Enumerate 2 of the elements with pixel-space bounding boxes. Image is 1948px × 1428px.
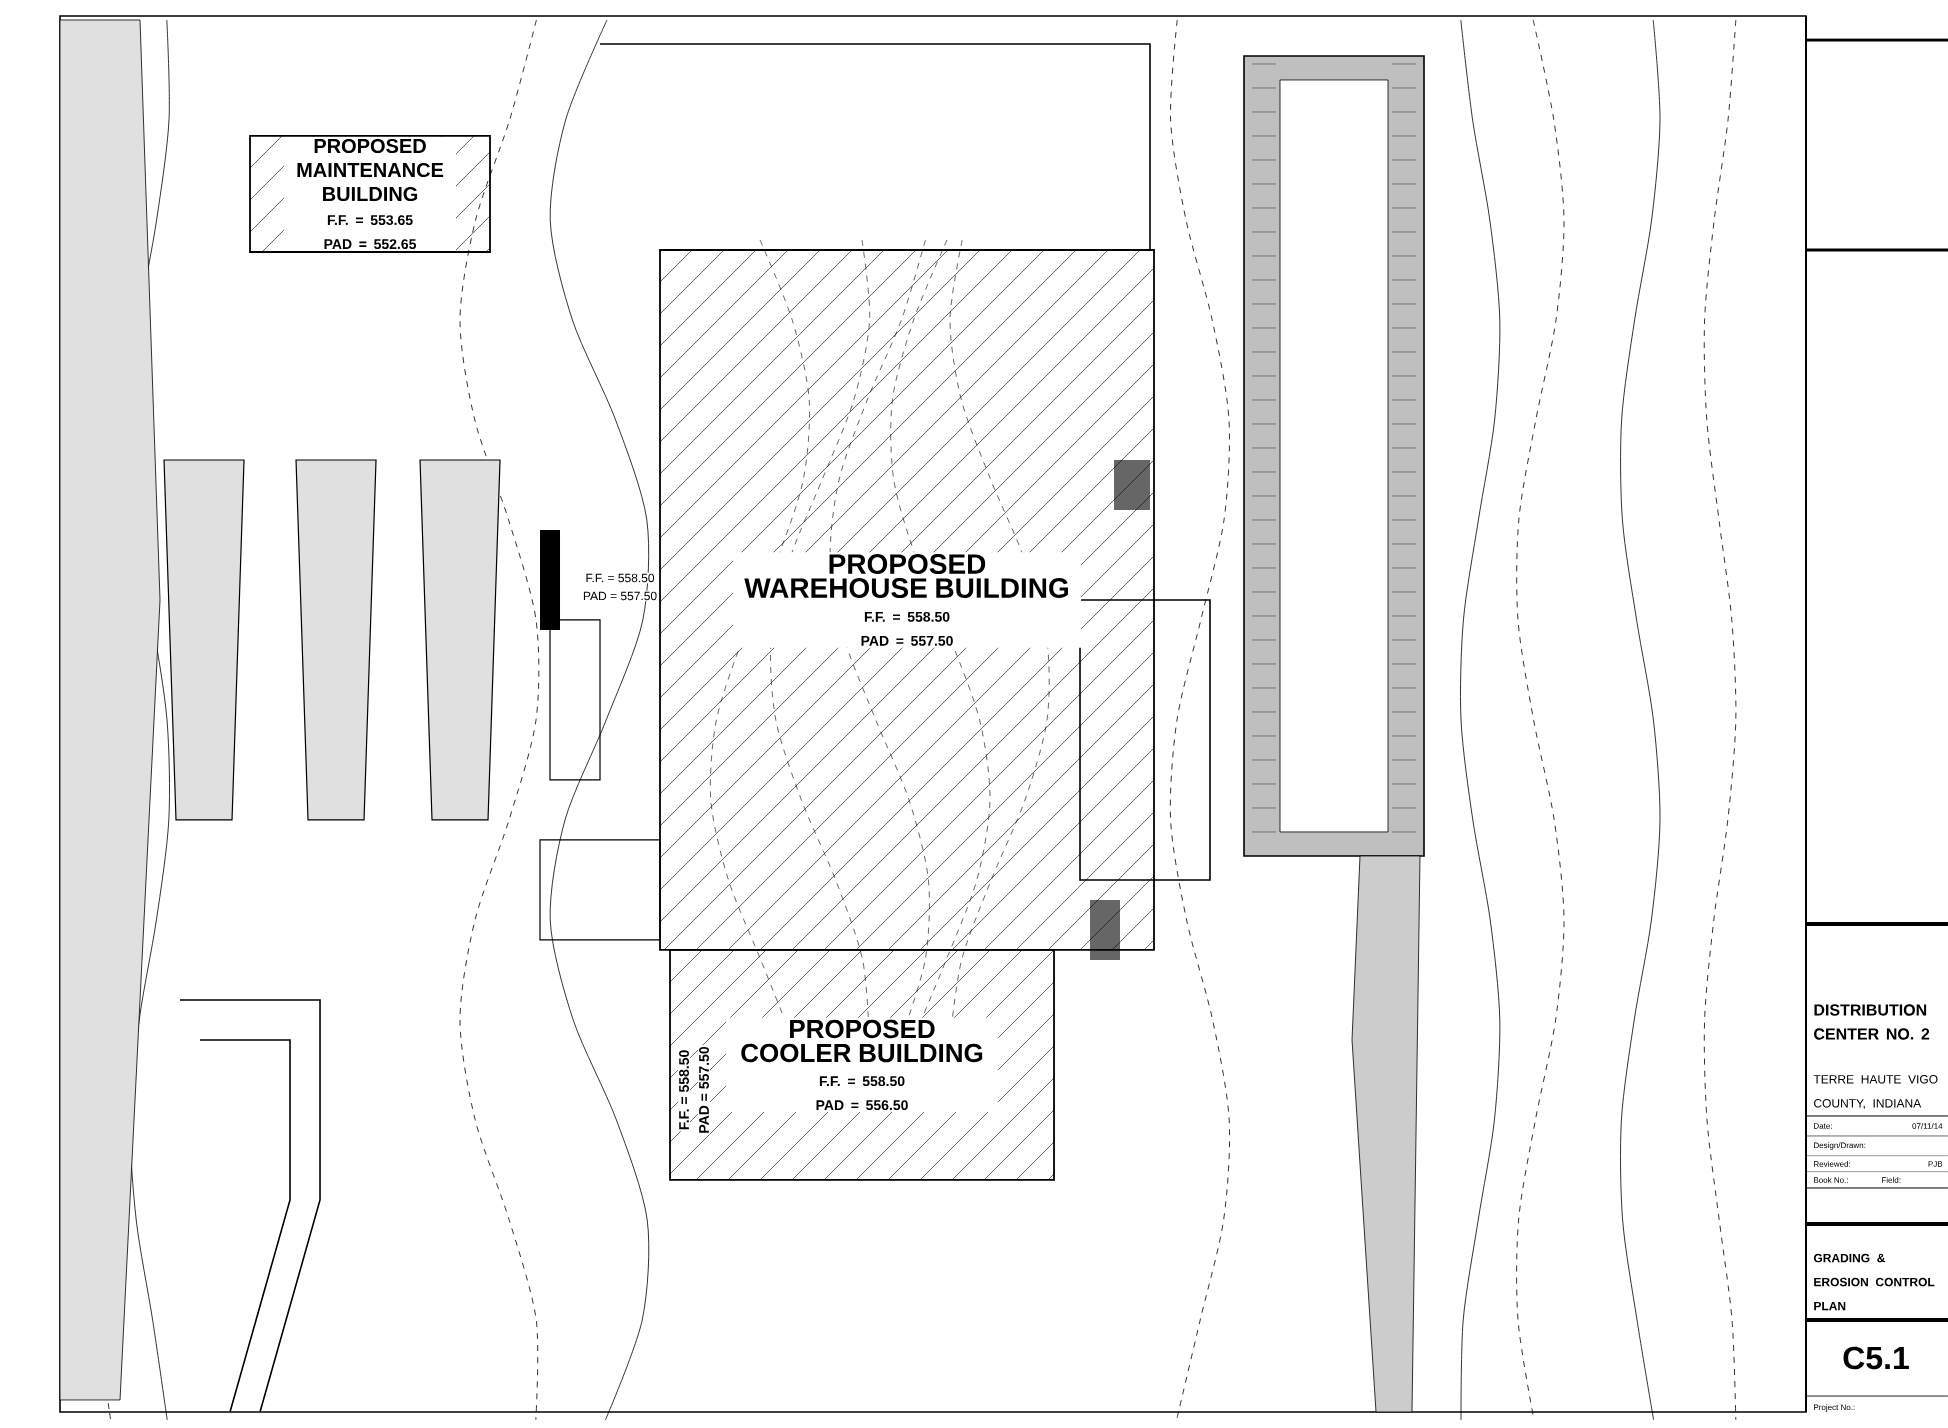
project-title: DISTRIBUTION CENTER NO. 2	[1812, 1003, 1947, 1041]
sheet-number: C5.1	[1841, 1345, 1911, 1371]
